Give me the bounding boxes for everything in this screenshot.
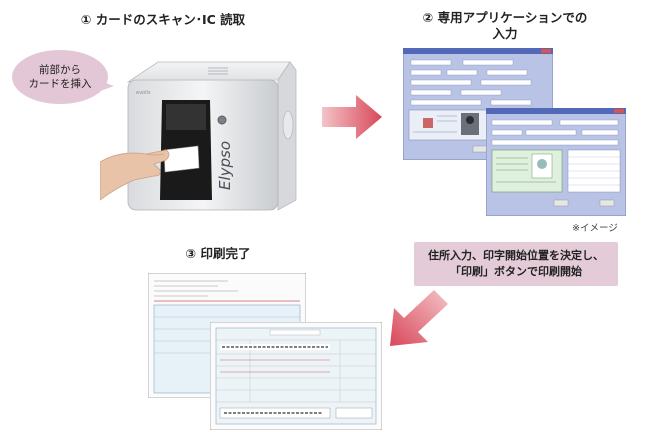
arrow-right-icon	[322, 95, 382, 139]
instruction-box: 住所入力、印字開始位置を決定し、 「印刷」ボタンで印刷開始	[414, 242, 618, 286]
instruction-line1: 住所入力、印字開始位置を決定し、	[428, 249, 604, 262]
instruction-line2: 「印刷」ボタンで印刷開始	[450, 265, 582, 278]
step-2-title-line1: ② 専用アプリケーションでの	[422, 10, 588, 25]
step-1-title: ① カードのスキャン･IC 読取	[80, 12, 246, 27]
step-3-title: ③ 印刷完了	[185, 246, 251, 261]
arrow-down-left-icon	[390, 290, 448, 346]
printer-brand-label: Elypso	[216, 141, 234, 190]
step-2-title-line2: 入力	[492, 26, 518, 41]
step-2-title: ② 専用アプリケーションでの 入力	[410, 10, 600, 42]
image-note: ※イメージ	[572, 223, 618, 234]
bubble-line1: 前部から	[39, 64, 81, 76]
application-screenshot-main	[403, 48, 553, 160]
bubble-line2: カードを挿入	[28, 78, 92, 90]
printer-badge-label: evolis	[136, 90, 151, 96]
application-screenshot-detail	[486, 108, 626, 216]
printed-document-front	[210, 322, 382, 430]
bubble-tail	[92, 78, 114, 94]
card-printer-illustration: Elypso evolis	[100, 61, 297, 211]
insert-card-bubble: 前部から カードを挿入	[12, 50, 108, 104]
